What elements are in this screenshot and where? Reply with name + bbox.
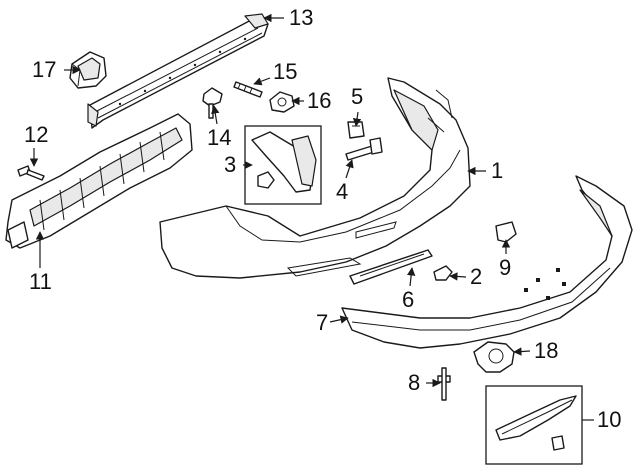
callout-13: 13 — [289, 5, 314, 30]
part-18-sensor — [473, 341, 515, 373]
callout-18: 18 — [534, 338, 559, 363]
part-16-nut — [269, 91, 295, 113]
callout-12: 12 — [24, 122, 49, 147]
part-2-pin — [433, 265, 453, 281]
part-17-bracket — [69, 51, 107, 89]
leader-lines — [29, 13, 594, 421]
callout-16: 16 — [307, 88, 332, 113]
part-7-valance — [341, 175, 633, 349]
callout-11: 11 — [29, 269, 52, 294]
part-1-bumper-cover — [159, 77, 471, 279]
part-6-strip — [349, 249, 433, 285]
part-12-screw — [17, 165, 45, 181]
part-10-splash-shield — [485, 385, 583, 465]
callout-2: 2 — [470, 264, 483, 289]
part-8-rivet — [437, 367, 451, 401]
callout-15: 15 — [273, 59, 298, 84]
part-15-stud — [233, 81, 263, 98]
callout-1: 1 — [491, 158, 504, 183]
callout-7: 7 — [316, 310, 329, 335]
callout-14: 14 — [207, 125, 232, 150]
callout-5: 5 — [351, 84, 364, 109]
part-13-reinforcement-bar — [87, 13, 269, 129]
part-14-bolt — [202, 87, 223, 119]
callout-8: 8 — [408, 370, 421, 395]
callout-17: 17 — [32, 57, 57, 82]
part-4-bolt — [345, 137, 383, 161]
callout-10: 10 — [597, 407, 622, 432]
part-9-clip — [495, 221, 517, 243]
callout-4: 4 — [336, 179, 349, 204]
part-3-bracket-set — [244, 125, 322, 205]
part-11-energy-absorber — [5, 113, 193, 249]
callout-3: 3 — [224, 152, 237, 177]
callout-9: 9 — [499, 255, 512, 280]
callout-6: 6 — [402, 287, 415, 312]
